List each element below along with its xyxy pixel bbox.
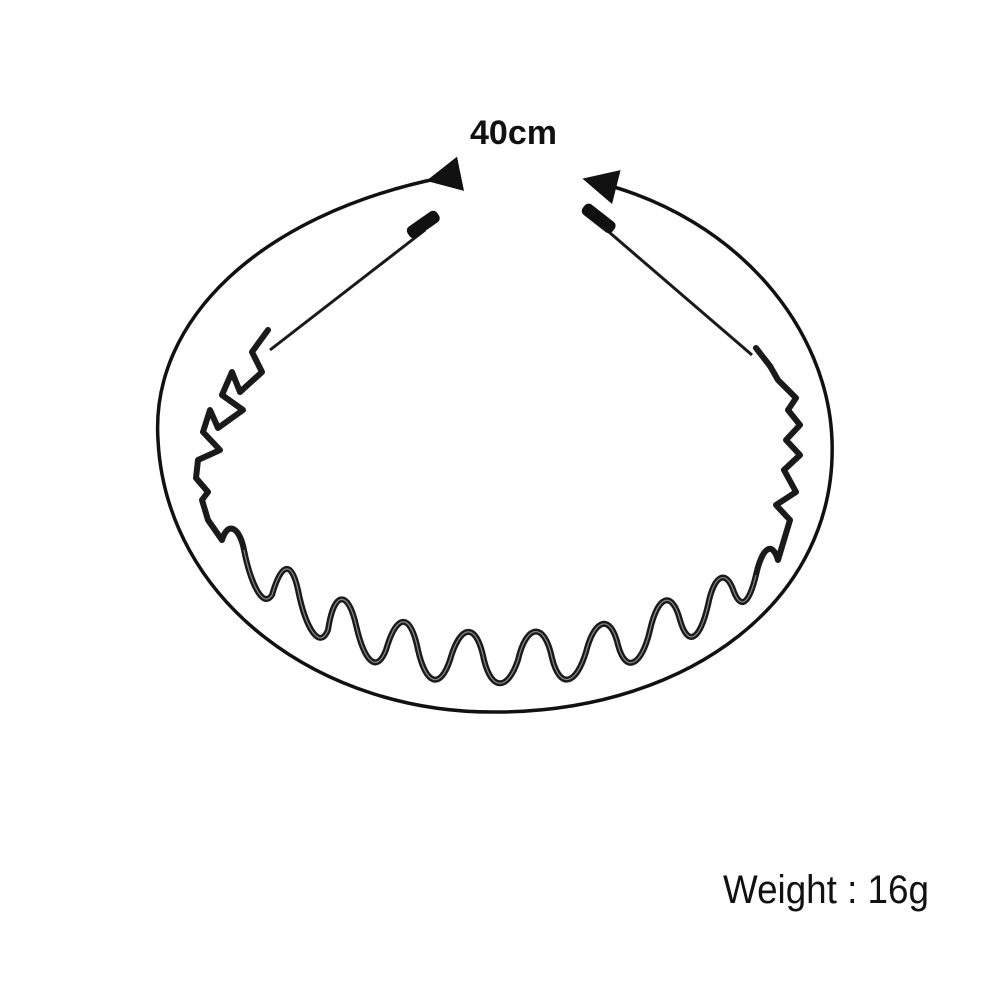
weight-label: Weight : 16g: [723, 868, 929, 912]
headband-right-end: [581, 203, 753, 357]
headband-wave-highlight: [243, 549, 757, 684]
curved-arrow-icon: [155, 156, 834, 714]
headband-wave: [193, 327, 803, 687]
headband-left-end: [269, 210, 440, 352]
dimension-label: 40cm: [470, 114, 557, 152]
